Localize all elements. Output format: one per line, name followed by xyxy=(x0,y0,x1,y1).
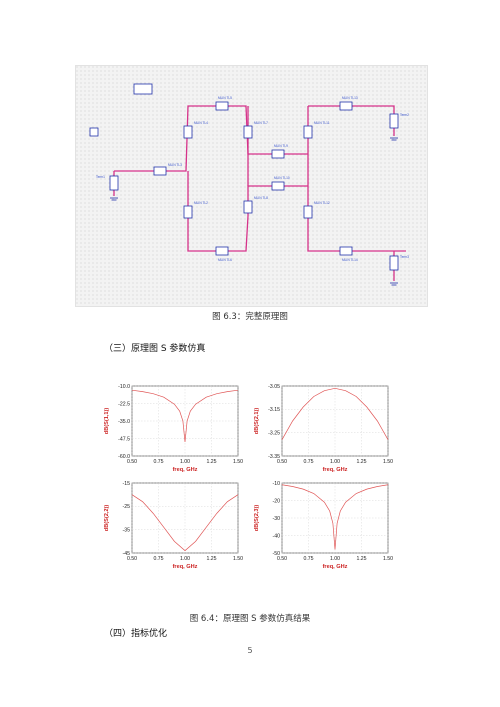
svg-text:MLIN TL3: MLIN TL3 xyxy=(168,163,182,167)
x-tick-label: 1.00 xyxy=(180,459,190,465)
y-tick-label: -30 xyxy=(273,516,281,522)
y-tick-label: -22.5 xyxy=(118,401,130,407)
y-tick-label: -50 xyxy=(273,551,281,557)
y-tick-label: -40 xyxy=(273,533,281,539)
x-tick-label: 0.50 xyxy=(127,459,137,465)
x-tick-label: 0.50 xyxy=(127,556,137,562)
x-tick-label: 1.25 xyxy=(356,459,366,465)
var-box xyxy=(89,127,99,137)
svg-text:Term1: Term1 xyxy=(96,175,105,179)
x-tick-label: 1.25 xyxy=(206,556,216,562)
y-axis-label: dB(S(2,3)) xyxy=(254,505,260,532)
x-tick-label: 1.50 xyxy=(383,556,393,562)
x-tick-label: 1.00 xyxy=(330,459,340,465)
x-tick-label: 0.75 xyxy=(303,459,313,465)
sp-sim-box xyxy=(133,83,153,95)
x-axis-label: freq, GHz xyxy=(323,467,348,473)
x-tick-label: 1.00 xyxy=(180,556,190,562)
x-tick-label: 0.75 xyxy=(153,556,163,562)
x-tick-label: 1.25 xyxy=(206,459,216,465)
y-tick-label: -3.25 xyxy=(268,430,280,436)
ground-symbols xyxy=(110,137,398,286)
x-tick-label: 1.25 xyxy=(356,556,366,562)
x-tick-label: 0.75 xyxy=(153,459,163,465)
svg-text:MLIN TL13: MLIN TL13 xyxy=(342,96,358,100)
series-line-1 xyxy=(131,389,239,443)
schematic-drawing: MLIN TL3 MLIN TL4 MLIN TL2 MLIN TL5 MLIN… xyxy=(76,66,427,306)
y-tick-label: -3.05 xyxy=(268,384,280,390)
svg-text:MLIN TL5: MLIN TL5 xyxy=(218,96,232,100)
svg-text:Term3: Term3 xyxy=(400,255,409,259)
svg-text:MLIN TL9: MLIN TL9 xyxy=(274,144,288,148)
svg-text:MLIN TL2: MLIN TL2 xyxy=(194,201,208,205)
y-tick-label: -60.0 xyxy=(118,454,130,460)
y-tick-label: -25 xyxy=(123,504,131,510)
svg-text:MLIN TL8: MLIN TL8 xyxy=(254,196,268,200)
svg-text:MLIN TL7: MLIN TL7 xyxy=(254,121,268,125)
x-tick-label: 1.50 xyxy=(233,556,243,562)
y-tick-label: -3.15 xyxy=(268,407,280,413)
y-tick-label: -35.0 xyxy=(118,419,130,425)
svg-text:MLIN TL4: MLIN TL4 xyxy=(194,121,208,125)
page-number: 5 xyxy=(247,646,253,655)
x-tick-label: 0.50 xyxy=(277,459,287,465)
section-4-heading: （四）指标优化 xyxy=(104,629,168,639)
x-tick-label: 0.50 xyxy=(277,556,287,562)
x-tick-label: 1.50 xyxy=(233,459,243,465)
y-tick-label: -10 xyxy=(273,481,281,487)
y-axis-label: dB(S(2,2)) xyxy=(104,505,110,532)
y-tick-label: -3.35 xyxy=(268,454,280,460)
svg-text:MLIN TL6: MLIN TL6 xyxy=(218,258,232,262)
svg-text:MLIN TL14: MLIN TL14 xyxy=(342,258,358,262)
series-line-3 xyxy=(131,494,239,552)
x-axis-label: freq, GHz xyxy=(173,467,198,473)
y-tick-label: -20 xyxy=(273,498,281,504)
component-labels: MLIN TL3 MLIN TL4 MLIN TL2 MLIN TL5 MLIN… xyxy=(96,96,409,262)
svg-text:MLIN TL12: MLIN TL12 xyxy=(314,201,330,205)
y-tick-label: -10.0 xyxy=(118,384,130,390)
section-3-heading: （三）原理图 S 参数仿真 xyxy=(104,344,206,354)
figure-6-3-caption: 图 6.3：完整原理图 xyxy=(212,312,288,322)
sparam-plots: 0.50 0.75 1.00 1.25 1.50 -10.0 -22.5 -35.0 -47.5… xyxy=(100,378,400,578)
series-line-4 xyxy=(281,484,389,550)
x-axis-label: freq, GHz xyxy=(323,564,348,570)
y-tick-label: -45 xyxy=(123,551,131,557)
y-axis-label: dB(S(1,1)) xyxy=(104,408,110,435)
y-tick-label: -15 xyxy=(123,481,131,487)
x-tick-label: 1.50 xyxy=(383,459,393,465)
svg-text:Term2: Term2 xyxy=(400,113,409,117)
schematic-figure: MLIN TL3 MLIN TL4 MLIN TL2 MLIN TL5 MLIN… xyxy=(75,65,428,307)
y-axis-label: dB(S(2,1)) xyxy=(254,408,260,435)
y-tick-label: -47.5 xyxy=(118,436,130,442)
figure-6-4-caption: 图 6.4：原理图 S 参数仿真结果 xyxy=(189,614,311,624)
series-line-2 xyxy=(281,387,389,440)
x-tick-label: 0.75 xyxy=(303,556,313,562)
plots-svg: 0.50 0.75 1.00 1.25 1.50 -10.0 -22.5 -35.0 -47.5… xyxy=(104,384,393,570)
x-axis-label: freq, GHz xyxy=(173,564,198,570)
components xyxy=(109,101,399,271)
svg-text:MLIN TL11: MLIN TL11 xyxy=(314,121,330,125)
x-tick-label: 1.00 xyxy=(330,556,340,562)
svg-text:MLIN TL10: MLIN TL10 xyxy=(274,176,290,180)
y-tick-label: -35 xyxy=(123,527,131,533)
